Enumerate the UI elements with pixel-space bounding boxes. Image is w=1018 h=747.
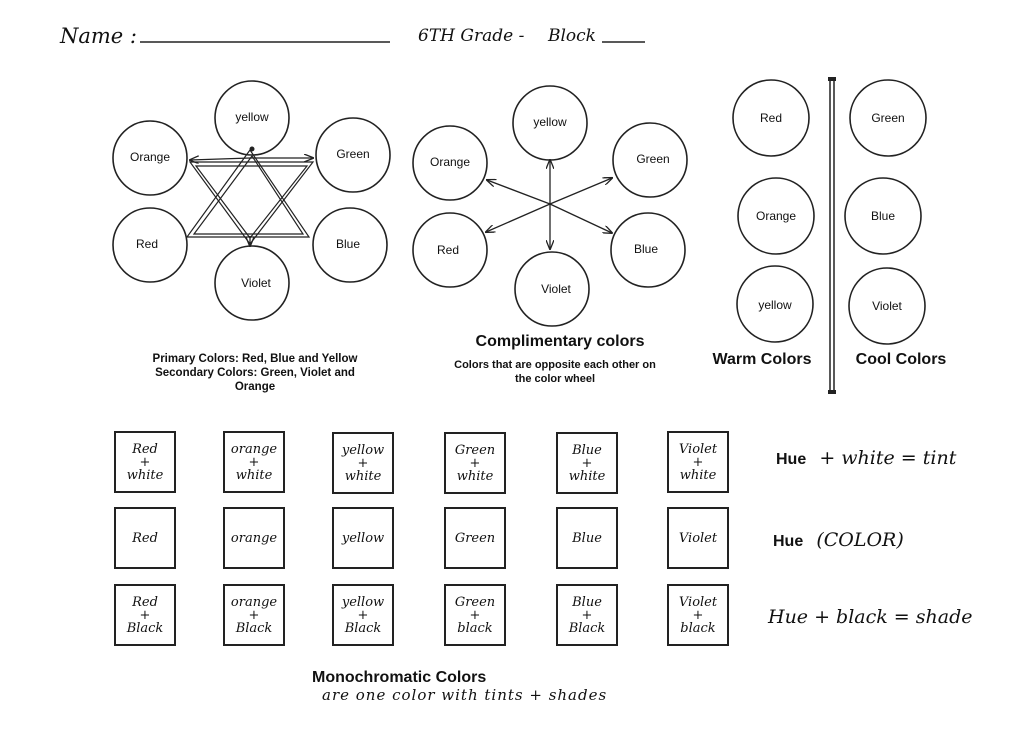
wheel1-circle-blue — [312, 207, 388, 283]
wheel1-label-green: Green — [336, 147, 370, 161]
wheel1-circle-green — [315, 117, 391, 193]
shade-box-red: Red + Black — [114, 584, 176, 646]
hue-equation-hue: Hue — [773, 533, 804, 550]
cool-label-green: Green — [871, 111, 905, 125]
grade-label: 6TH Grade - — [418, 26, 525, 46]
hue-box-yellow: yellow — [332, 507, 394, 569]
tint-box-orange: orange + white — [223, 431, 285, 493]
shade-box-blue: Blue + Black — [556, 584, 618, 646]
wheel1-label-yellow: yellow — [235, 110, 269, 124]
wheel2-label-green: Green — [636, 152, 670, 166]
wheel2-circle-green — [612, 122, 688, 198]
shade-box-orange: orange + Black — [223, 584, 285, 646]
tint-box-blue: Blue + white — [556, 432, 618, 494]
shade-box-violet: Violet + black — [667, 584, 729, 646]
wheel2-caption: Colors that are opposite each other on t… — [425, 358, 685, 386]
warm-colors-title: Warm Colors — [712, 351, 812, 368]
wheel2-label-blue: Blue — [633, 242, 659, 256]
cool-label-blue: Blue — [870, 209, 896, 223]
shade-box-yellow: yellow + Black — [332, 584, 394, 646]
complementary-title: Complimentary colors — [475, 333, 645, 350]
tint-box-green: Green + white — [444, 432, 506, 494]
wheel2-circle-orange — [412, 125, 488, 201]
triangle-top-dot — [249, 146, 255, 152]
cool-circle-green — [849, 79, 927, 157]
warm-circle-yellow — [736, 265, 814, 343]
tint-equation: Hue + white = tint — [776, 447, 956, 469]
cool-colors-title: Cool Colors — [855, 351, 947, 368]
arrow-to-green-2 — [549, 178, 612, 205]
wheel1-label-red: Red — [135, 237, 158, 251]
shade-equation: Hue + black = shade — [768, 606, 973, 628]
wheel1-label-orange: Orange — [129, 150, 171, 164]
primary-triangle — [185, 148, 311, 238]
hue-box-blue: Blue — [556, 507, 618, 569]
arrow-to-orange-2 — [487, 180, 551, 205]
hue-equation: Hue (COLOR) — [773, 529, 904, 551]
tint-equation-hue: Hue — [776, 451, 807, 468]
wheel1-circle-red — [112, 207, 188, 283]
shade-box-green: Green + black — [444, 584, 506, 646]
wheel1-circle-orange — [112, 120, 188, 196]
warm-circle-orange — [737, 177, 815, 255]
wheel2-label-violet: Violet — [541, 282, 571, 296]
wheel1-caption-line1: Primary Colors: Red, Blue and Yellow — [152, 353, 358, 365]
tint-box-violet: Violet + white — [667, 431, 729, 493]
tint-box-yellow: yellow + white — [332, 432, 394, 494]
hue-box-violet: Violet — [667, 507, 729, 569]
wheel2-caption-line2: the color wheel — [514, 373, 596, 385]
monochromatic-subtitle: are one color with tints + shades — [322, 686, 608, 704]
secondary-triangle-inner — [194, 165, 309, 239]
wheel2-circle-red — [412, 212, 488, 288]
wheel2-label-orange: Orange — [429, 155, 471, 169]
secondary-triangle — [188, 161, 315, 246]
wheel1-label-violet: Violet — [241, 276, 271, 290]
block-label: Block — [548, 26, 596, 46]
tint-equation-rest: + white = tint — [819, 447, 957, 469]
wheel1-caption-line2: Secondary Colors: Green, Violet and — [155, 367, 355, 379]
wheel2-circle-blue — [610, 212, 686, 288]
arrow-to-orange — [190, 158, 251, 160]
hue-box-green: Green — [444, 507, 506, 569]
wheel1-caption: Primary Colors: Red, Blue and Yellow Sec… — [115, 352, 395, 394]
warm-circle-red — [732, 79, 810, 157]
wheel2-caption-line1: Colors that are opposite each other on — [454, 359, 656, 371]
wheel2-label-red: Red — [436, 243, 459, 257]
divider-cap-top — [828, 77, 836, 81]
primary-triangle-inner — [192, 154, 305, 235]
arrow-to-blue-2 — [549, 203, 612, 233]
hue-box-orange: orange — [223, 507, 285, 569]
tint-box-red: Red + white — [114, 431, 176, 493]
wheel1-label-blue: Blue — [335, 237, 361, 251]
divider-cap-bottom — [828, 390, 836, 394]
cool-circle-violet — [848, 267, 926, 345]
wheel2-label-yellow: yellow — [533, 115, 567, 129]
hue-box-red: Red — [114, 507, 176, 569]
cool-circle-blue — [844, 177, 922, 255]
wheel1-caption-line3: Orange — [234, 381, 276, 393]
name-label: Name : — [60, 24, 137, 48]
cool-label-violet: Violet — [872, 299, 902, 313]
warm-label-red: Red — [759, 111, 782, 125]
warm-label-yellow: yellow — [758, 298, 792, 312]
hue-equation-rest: (COLOR) — [816, 529, 904, 551]
wheel2-circle-violet — [514, 251, 590, 327]
warm-label-orange: Orange — [755, 209, 797, 223]
monochromatic-title: Monochromatic Colors — [312, 669, 487, 686]
arrow-to-red-2 — [486, 203, 551, 232]
